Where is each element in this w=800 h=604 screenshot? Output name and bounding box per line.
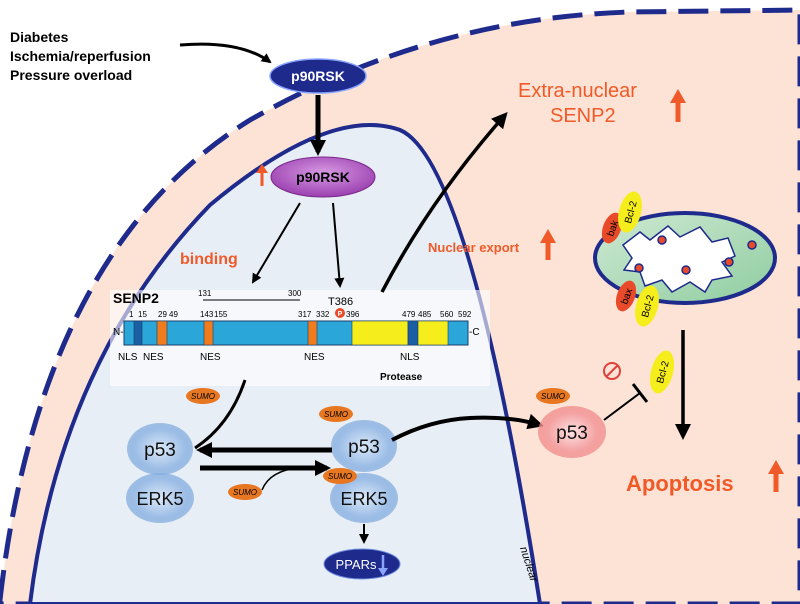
pos-332: 332	[316, 310, 330, 319]
pos-479: 479	[402, 310, 416, 319]
inhibition-line	[603, 392, 641, 421]
label-nes-3: NES	[304, 352, 325, 363]
sumo-cytoplasm-label: SUMO	[541, 392, 565, 401]
phospho-mark: P	[338, 311, 343, 318]
apoptosis-label: Apoptosis	[626, 471, 734, 496]
mito-dot	[681, 265, 691, 275]
p90rsk-membrane-label: p90RSK	[291, 68, 345, 84]
bcl2-inhibited-protein: Bcl-2	[649, 350, 675, 394]
arrow-nuclear-export	[380, 112, 508, 293]
stimulus-ischemia: Ischemia/reperfusion	[10, 48, 151, 64]
bcl2-top-protein: Bcl-2	[618, 191, 642, 233]
label-nls-2: NLS	[400, 352, 420, 363]
p53-left-node	[127, 423, 193, 475]
bax-protein: bax	[615, 280, 637, 312]
pos-143: 143	[200, 310, 214, 319]
sumo-cytoplasm	[536, 388, 570, 404]
domain-nes-2	[203, 320, 214, 346]
bak-protein: bak	[601, 212, 623, 244]
pos-396: 396	[346, 310, 360, 319]
label-protease: Protease	[380, 372, 423, 383]
n-terminus: N-	[113, 327, 124, 338]
p90rsk-nuclear-node	[270, 156, 376, 198]
stimulus-pressure: Pressure overload	[10, 67, 132, 83]
erk5-left-node	[126, 473, 194, 523]
sumo-free	[186, 388, 220, 404]
up-arrow-icon	[540, 229, 556, 260]
stimulus-diabetes: Diabetes	[10, 29, 69, 45]
sumo-on-erk5	[323, 468, 357, 484]
svg-text:bax: bax	[619, 287, 635, 306]
p53-cytoplasm-label: p53	[556, 423, 588, 444]
phospho-site	[335, 308, 345, 318]
pos-1: 1	[129, 310, 134, 319]
domain-protease-1	[351, 320, 409, 346]
p90rsk-membrane-node	[269, 58, 367, 94]
sumo-on-p53-label: SUMO	[324, 410, 348, 419]
domain-nes-3	[307, 320, 318, 346]
p90rsk-nuclear-label: p90RSK	[296, 169, 350, 185]
domain-nes-1	[156, 320, 168, 346]
prohibited-icon	[603, 362, 621, 380]
arrow-sumo-join	[261, 467, 301, 491]
mito-dot	[747, 240, 757, 250]
sumo-on-erk5-label: SUMO	[328, 472, 352, 481]
label-nls-1: NLS	[118, 352, 138, 363]
arrow-binding-left	[251, 202, 301, 284]
pos-317: 317	[298, 310, 312, 319]
up-arrow-icon	[256, 164, 268, 186]
arrow-stimuli-to-p90rsk	[179, 42, 272, 64]
bcl2-bottom-protein: Bcl-2	[635, 285, 659, 327]
pos-15: 15	[138, 310, 147, 319]
label-nes-2: NES	[200, 352, 221, 363]
sumo-on-p53	[319, 406, 353, 422]
pos-29: 29	[158, 310, 167, 319]
erk5-right-label: ERK5	[340, 489, 387, 509]
pos-485: 485	[418, 310, 432, 319]
mito-dot	[634, 263, 644, 273]
p53-right-node	[331, 420, 397, 472]
pos-155: 155	[214, 310, 228, 319]
sumo-incoming	[228, 484, 262, 500]
inhibition-bar	[631, 383, 649, 403]
arrow-binding-right	[332, 202, 345, 288]
senp2-name: SENP2	[113, 290, 159, 306]
domain-nls-2	[407, 320, 419, 346]
up-arrow-icon	[768, 460, 784, 492]
arrow-p53-export	[391, 413, 544, 442]
sumo-incoming-label: SUMO	[233, 488, 257, 497]
extra-nuclear-line2: SENP2	[550, 105, 616, 127]
erk5-right-node	[330, 473, 398, 523]
p53-cytoplasm-node	[538, 406, 606, 458]
senp2-bracket-end: 300	[288, 289, 302, 298]
erk5-left-label: ERK5	[136, 489, 183, 509]
down-arrow-icon	[378, 555, 388, 576]
domain-nls-1	[133, 320, 143, 346]
mitochondrion-cristae	[621, 225, 736, 294]
p53-left-label: p53	[144, 440, 176, 461]
pos-592: 592	[458, 310, 472, 319]
mito-dot	[724, 257, 734, 267]
extra-nuclear-line1: Extra-nuclear	[518, 80, 637, 102]
sumo-free-label: SUMO	[191, 392, 215, 401]
c-terminus: -C	[469, 327, 480, 338]
mito-dot	[657, 235, 667, 245]
up-arrow-icon	[670, 89, 686, 122]
p53-right-label: p53	[348, 437, 380, 458]
label-nes-1: NES	[143, 352, 164, 363]
nuclear-export-label: Nuclear export	[428, 240, 520, 255]
ppars-label: PPARs	[336, 557, 377, 572]
pos-49: 49	[169, 310, 178, 319]
domain-protease-2	[417, 320, 449, 346]
senp2-bracket-start: 131	[198, 289, 212, 298]
binding-label: binding	[180, 251, 238, 268]
senp2-site-label: T386	[328, 296, 353, 308]
pos-560: 560	[440, 310, 454, 319]
